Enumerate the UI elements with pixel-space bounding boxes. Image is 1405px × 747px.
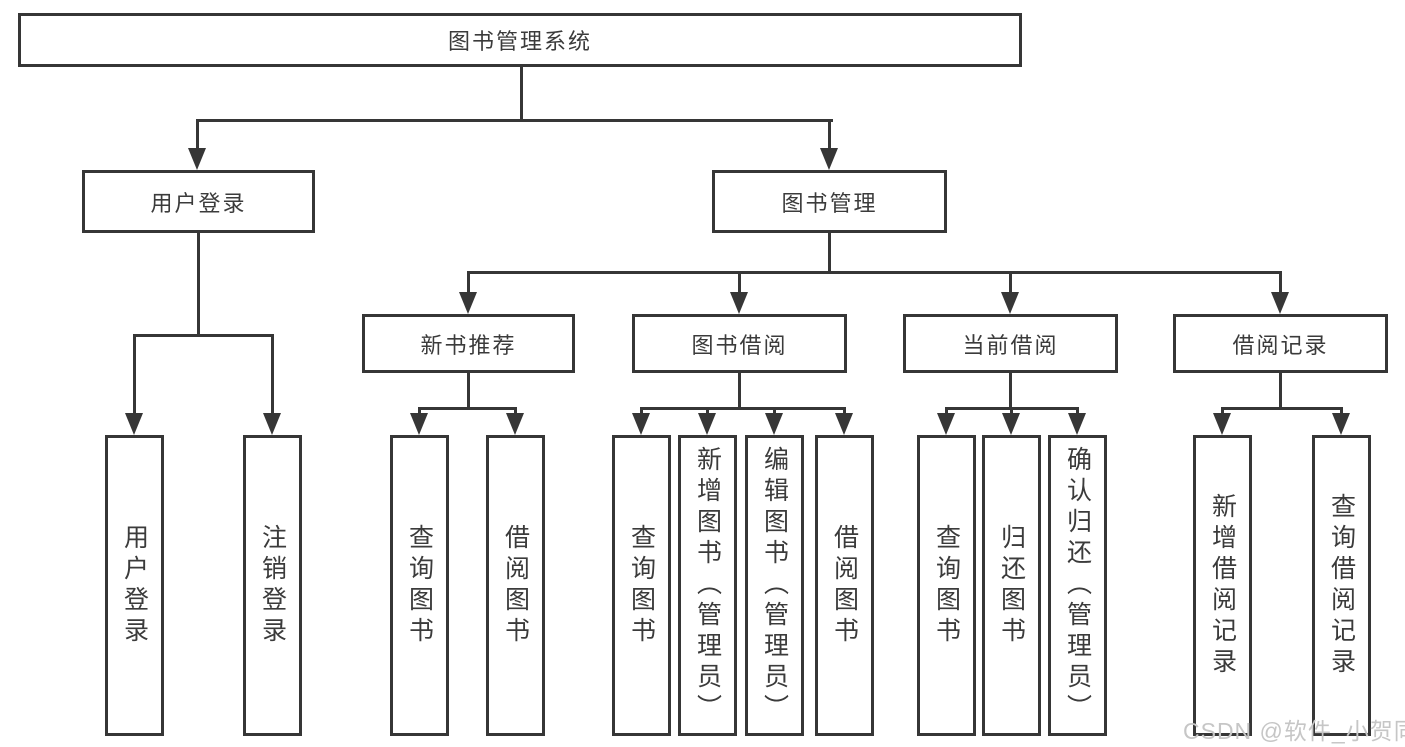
arrowhead-down-icon bbox=[1068, 413, 1086, 435]
node-label: 用户登录 bbox=[150, 190, 247, 216]
node-user-login: 用户登录 bbox=[82, 170, 315, 233]
leaf-label: 新增借阅记录 bbox=[1208, 492, 1237, 679]
arrowhead-down-icon bbox=[937, 413, 955, 435]
connector-line bbox=[828, 119, 831, 153]
leaf-label: 确认归还（管理员） bbox=[1063, 446, 1092, 725]
leaf-label: 用户登录 bbox=[120, 523, 149, 648]
node-library-management-system: 图书管理系统 bbox=[18, 13, 1022, 67]
connector-line bbox=[843, 407, 846, 417]
arrowhead-down-icon bbox=[698, 413, 716, 435]
connector-line bbox=[196, 119, 833, 122]
arrowhead-down-icon bbox=[1332, 413, 1350, 435]
leaf-edit-books-admin: 编辑图书（管理员） bbox=[745, 435, 804, 736]
arrowhead-down-icon bbox=[459, 292, 477, 314]
leaf-label: 借阅图书 bbox=[830, 523, 859, 648]
connector-line bbox=[640, 407, 846, 410]
node-label: 新书推荐 bbox=[420, 332, 517, 358]
connector-line bbox=[1221, 407, 1343, 410]
node-label: 当前借阅 bbox=[962, 332, 1059, 358]
connector-line bbox=[196, 119, 199, 153]
node-new-book-recommend: 新书推荐 bbox=[362, 314, 575, 373]
connector-line bbox=[640, 407, 643, 417]
node-label: 图书借阅 bbox=[691, 332, 788, 358]
connector-line bbox=[418, 407, 517, 410]
connector-line bbox=[1279, 371, 1282, 410]
arrowhead-down-icon bbox=[632, 413, 650, 435]
leaf-add-borrow-record: 新增借阅记录 bbox=[1193, 435, 1252, 736]
node-label: 借阅记录 bbox=[1232, 332, 1329, 358]
arrowhead-down-icon bbox=[506, 413, 524, 435]
leaf-query-books-recommend: 查询图书 bbox=[390, 435, 449, 736]
connector-line bbox=[197, 231, 200, 337]
connector-line bbox=[1221, 407, 1224, 417]
arrowhead-down-icon bbox=[1271, 292, 1289, 314]
leaf-confirm-return-admin: 确认归还（管理员） bbox=[1048, 435, 1107, 736]
leaf-add-books-admin: 新增图书（管理员） bbox=[678, 435, 737, 736]
connector-line bbox=[738, 271, 741, 296]
leaf-label: 查询借阅记录 bbox=[1327, 492, 1356, 679]
leaf-return-books: 归还图书 bbox=[982, 435, 1041, 736]
leaf-label: 借阅图书 bbox=[501, 523, 530, 648]
connector-line bbox=[1009, 271, 1012, 296]
arrowhead-down-icon bbox=[1213, 413, 1231, 435]
node-book-management: 图书管理 bbox=[712, 170, 947, 233]
arrowhead-down-icon bbox=[1002, 413, 1020, 435]
leaf-label: 编辑图书（管理员） bbox=[760, 446, 789, 725]
node-book-borrow: 图书借阅 bbox=[632, 314, 847, 373]
leaf-query-borrow-record: 查询借阅记录 bbox=[1312, 435, 1371, 736]
connector-line bbox=[706, 407, 709, 417]
leaf-label: 新增图书（管理员） bbox=[693, 446, 722, 725]
csdn-watermark: CSDN @软件_小贺同学 bbox=[1183, 718, 1405, 744]
node-label: 图书管理 bbox=[781, 190, 878, 216]
connector-line bbox=[1009, 371, 1012, 410]
connector-line bbox=[773, 407, 776, 417]
leaf-query-books-borrow: 查询图书 bbox=[612, 435, 671, 736]
arrowhead-down-icon bbox=[835, 413, 853, 435]
connector-line bbox=[467, 271, 1282, 274]
node-label: 图书管理系统 bbox=[447, 29, 592, 54]
leaf-borrow-books: 借阅图书 bbox=[815, 435, 874, 736]
arrowhead-down-icon bbox=[730, 292, 748, 314]
arrowhead-down-icon bbox=[765, 413, 783, 435]
connector-line bbox=[1279, 271, 1282, 296]
connector-line bbox=[945, 407, 948, 417]
leaf-user-login: 用户登录 bbox=[105, 435, 164, 736]
connector-line bbox=[828, 231, 831, 274]
leaf-borrow-books-recommend: 借阅图书 bbox=[486, 435, 545, 736]
arrowhead-down-icon bbox=[1001, 292, 1019, 314]
leaf-query-books-current: 查询图书 bbox=[917, 435, 976, 736]
node-current-borrow: 当前借阅 bbox=[903, 314, 1118, 373]
arrowhead-down-icon bbox=[820, 148, 838, 170]
connector-line bbox=[418, 407, 421, 417]
connector-line bbox=[514, 407, 517, 417]
leaf-label: 注销登录 bbox=[258, 523, 287, 648]
connector-line bbox=[520, 65, 523, 122]
leaf-label: 归还图书 bbox=[997, 523, 1026, 648]
connector-line bbox=[738, 371, 741, 410]
leaf-logout: 注销登录 bbox=[243, 435, 302, 736]
arrowhead-down-icon bbox=[188, 148, 206, 170]
connector-line bbox=[1010, 407, 1013, 417]
connector-line bbox=[133, 334, 274, 337]
node-borrow-record: 借阅记录 bbox=[1173, 314, 1388, 373]
connector-line bbox=[467, 271, 470, 296]
leaf-label: 查询图书 bbox=[405, 523, 434, 648]
connector-line bbox=[1076, 407, 1079, 417]
leaf-label: 查询图书 bbox=[932, 523, 961, 648]
connector-line bbox=[271, 334, 274, 417]
connector-line bbox=[133, 334, 136, 417]
leaf-label: 查询图书 bbox=[627, 523, 656, 648]
arrowhead-down-icon bbox=[125, 413, 143, 435]
arrowhead-down-icon bbox=[263, 413, 281, 435]
arrowhead-down-icon bbox=[410, 413, 428, 435]
connector-line bbox=[467, 371, 470, 410]
connector-line bbox=[1340, 407, 1343, 417]
